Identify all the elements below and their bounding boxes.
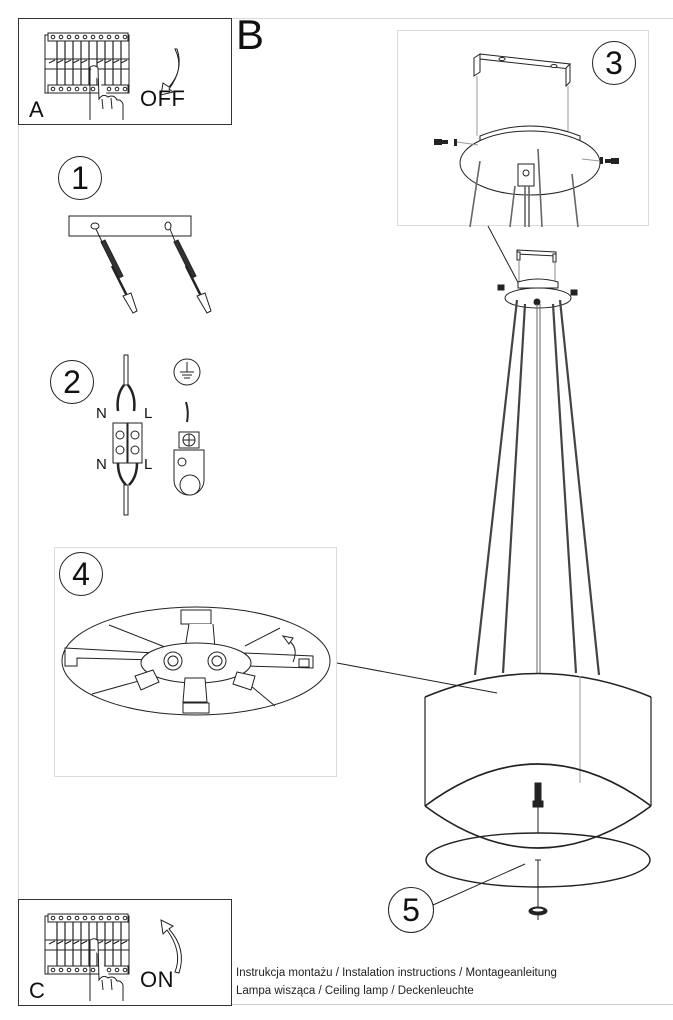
circuit-breaker-switch-off-icon bbox=[44, 32, 180, 120]
step-3-number: 3 bbox=[605, 44, 623, 81]
shade-frame-sockets-illustration bbox=[61, 606, 331, 716]
step-4-number: 4 bbox=[72, 555, 90, 592]
caption-instructions-title: Instrukcja montażu / Instalation instruc… bbox=[236, 967, 557, 979]
circuit-breaker-switch-on-icon bbox=[44, 913, 182, 1001]
step-1-badge: 1 bbox=[58, 156, 102, 200]
step-4-inset-frame: 4 bbox=[54, 547, 337, 777]
switch-off-label: OFF bbox=[140, 86, 186, 111]
caption-product-name: Lampa wisząca / Ceiling lamp / Deckenleu… bbox=[236, 985, 474, 997]
page-frame-bottom-line bbox=[231, 1004, 673, 1005]
wire-label-top-neutral: N bbox=[96, 405, 107, 422]
page-frame-left-line bbox=[18, 124, 19, 899]
panel-a-switch-off: A OFF bbox=[18, 18, 232, 125]
step-1-number: 1 bbox=[71, 159, 89, 196]
section-b-letter: B bbox=[236, 11, 265, 58]
step-3-badge: 3 bbox=[592, 41, 636, 85]
wire-label-bottom-live: L bbox=[144, 456, 153, 473]
wire-label-bottom-neutral: N bbox=[96, 456, 107, 473]
panel-c-letter: C bbox=[29, 978, 45, 1003]
wire-label-top-live: L bbox=[144, 405, 153, 422]
step-5-badge: 5 bbox=[388, 887, 434, 933]
step-2-number: 2 bbox=[63, 363, 81, 400]
step-2-badge: 2 bbox=[50, 360, 94, 404]
ceiling-bracket-canopy-illustration bbox=[434, 53, 619, 227]
switch-on-label: ON bbox=[140, 967, 174, 992]
step-5-number: 5 bbox=[402, 891, 420, 928]
panel-a-letter: A bbox=[29, 97, 44, 122]
panel-c-switch-on: C ON bbox=[18, 899, 232, 1006]
step-4-badge: 4 bbox=[59, 552, 103, 596]
step-3-inset-canopy: 3 bbox=[397, 30, 649, 227]
page-frame-top-line bbox=[18, 18, 673, 19]
